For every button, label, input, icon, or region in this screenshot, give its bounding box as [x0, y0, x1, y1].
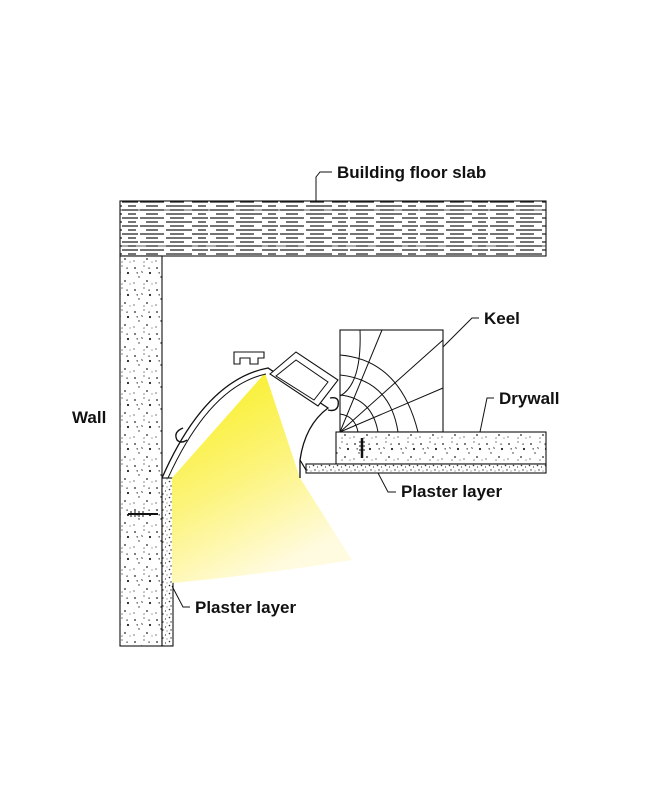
label-drywall: Drywall	[499, 389, 559, 408]
keel	[339, 329, 444, 433]
label-keel: Keel	[484, 309, 520, 328]
label-plaster-layer-right: Plaster layer	[401, 482, 503, 501]
drywall	[335, 431, 547, 465]
wall	[119, 255, 163, 647]
label-wall: Wall	[72, 408, 106, 427]
floor-slab	[119, 200, 547, 257]
plaster-layer-left	[128, 477, 174, 647]
light-beam	[172, 373, 352, 583]
label-building-floor-slab: Building floor slab	[337, 163, 486, 182]
leader-lines	[171, 171, 494, 608]
label-plaster-layer-left: Plaster layer	[195, 598, 297, 617]
plaster-layer-right	[305, 463, 547, 474]
led-aluminum-profile	[161, 351, 340, 479]
